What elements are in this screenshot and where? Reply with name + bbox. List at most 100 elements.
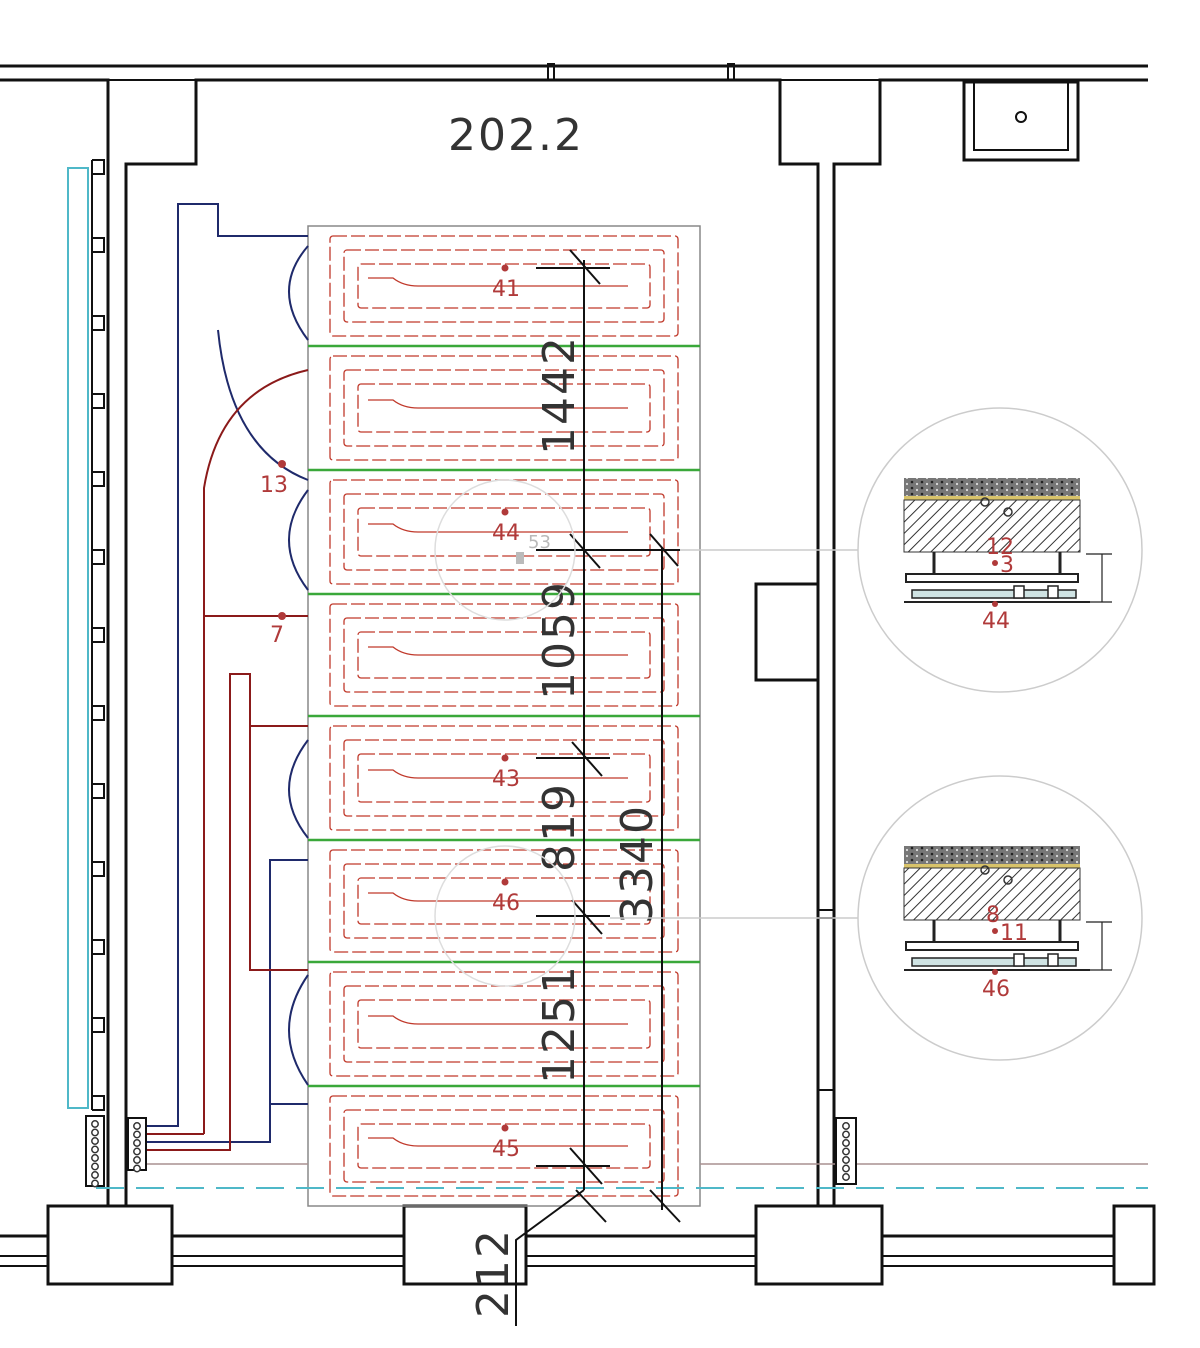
heating-loop <box>343 249 665 323</box>
detail-slab-layer <box>903 499 1081 553</box>
detail-label-mid: 3 <box>1000 553 1014 578</box>
heating-loop-return <box>368 769 628 779</box>
supply-pipes <box>96 203 1148 1189</box>
manifold-port-icon <box>91 1162 99 1171</box>
manifold-port-icon <box>91 1120 99 1128</box>
panel-label: 45 <box>492 1137 520 1162</box>
marker-13 <box>278 460 286 468</box>
dimension-lines <box>515 249 681 1326</box>
dimension-1059: 1059 <box>534 580 585 700</box>
heating-loop <box>357 753 651 803</box>
heating-loop <box>329 1095 679 1197</box>
manifold-port-icon <box>133 1130 141 1139</box>
manifold-right <box>835 1117 857 1185</box>
panel-label: 43 <box>492 767 520 792</box>
point-label-7: 7 <box>270 623 284 648</box>
heating-loop <box>357 631 651 679</box>
detail-ceiling-panel <box>905 941 1079 951</box>
heating-panel: 41 <box>329 235 679 337</box>
heating-loop <box>357 263 651 309</box>
heating-loop <box>329 971 679 1077</box>
manifold-port-icon <box>842 1130 850 1139</box>
bracket-icon <box>92 627 105 643</box>
heating-loop-return <box>368 646 628 656</box>
heating-panel <box>308 592 700 707</box>
bracket-icon <box>92 159 105 175</box>
room-label: 202.2 <box>448 110 584 161</box>
dimension-1251: 1251 <box>534 964 585 1084</box>
detail-label-mid: 11 <box>1000 921 1028 946</box>
bracket-icon <box>92 861 105 877</box>
heating-loop-return <box>368 892 628 902</box>
panel-label: 44 <box>492 521 520 546</box>
bracket-icon <box>92 1095 105 1111</box>
heating-loop-return <box>368 399 628 409</box>
heating-panel <box>308 344 700 461</box>
marker-7 <box>278 612 286 620</box>
manifold-port-icon <box>842 1164 850 1173</box>
manifold-port-icon <box>842 1147 850 1156</box>
manifold-port-icon <box>133 1156 141 1164</box>
heating-loop <box>329 603 679 707</box>
bracket-icon <box>92 783 105 799</box>
heating-loop <box>343 1109 665 1183</box>
heating-panel: 46 <box>308 838 700 953</box>
heating-loop <box>357 877 651 925</box>
dimension-212: 212 <box>468 1228 519 1318</box>
bracket-icon <box>92 315 105 331</box>
heating-panel: 44 <box>308 468 700 585</box>
bracket-icon <box>92 471 105 487</box>
heating-loop <box>343 863 665 939</box>
heating-loop-return <box>368 1137 628 1147</box>
heating-loop <box>329 725 679 831</box>
manifold-port-icon <box>91 1145 99 1154</box>
dimension-1442: 1442 <box>534 335 585 455</box>
heating-loop <box>329 849 679 953</box>
manifold-port-icon <box>133 1147 141 1156</box>
manifold-port-icon <box>842 1156 850 1164</box>
heating-loop-return <box>368 277 628 287</box>
detail-slab-layer <box>903 867 1081 921</box>
heating-loop <box>329 235 679 337</box>
detail-heating-panel <box>911 589 1077 599</box>
heating-loop <box>357 1123 651 1169</box>
heating-panel <box>308 960 700 1077</box>
heating-loop-return <box>368 523 628 533</box>
detail-heating-panel <box>911 957 1077 967</box>
heating-loop <box>343 617 665 693</box>
heating-loop <box>343 493 665 571</box>
manifold-port-icon <box>842 1173 850 1181</box>
panel-marker <box>501 1124 509 1132</box>
heating-panel: 45 <box>308 1084 700 1197</box>
detail-label-bottom: 44 <box>982 609 1010 634</box>
detail-screed-layer <box>904 864 1080 868</box>
manifold-port-icon <box>91 1171 99 1179</box>
panel-marker <box>501 754 509 762</box>
heating-loop <box>357 383 651 433</box>
heating-loop <box>329 355 679 461</box>
bracket-icon <box>92 1017 105 1033</box>
manifold-port-icon <box>842 1139 850 1147</box>
bracket-icon <box>92 705 105 721</box>
section-point <box>516 552 524 564</box>
panel-label: 46 <box>492 891 520 916</box>
walls <box>0 63 1156 1286</box>
bracket-icon <box>92 393 105 409</box>
detail-screed-layer <box>904 496 1080 500</box>
panel-marker <box>501 878 509 886</box>
manifold-port-icon <box>91 1137 99 1145</box>
left-heating-strip <box>67 159 105 1111</box>
heating-loop <box>343 369 665 447</box>
heating-loop-return <box>368 1015 628 1025</box>
manifold-port-icon <box>91 1154 99 1162</box>
manifold-port-icon <box>91 1179 99 1188</box>
manifold-port-icon <box>842 1122 850 1130</box>
panel-label: 41 <box>492 277 520 302</box>
manifold-port-icon <box>133 1164 141 1173</box>
bracket-icon <box>92 549 105 565</box>
panel-marker <box>501 508 509 516</box>
